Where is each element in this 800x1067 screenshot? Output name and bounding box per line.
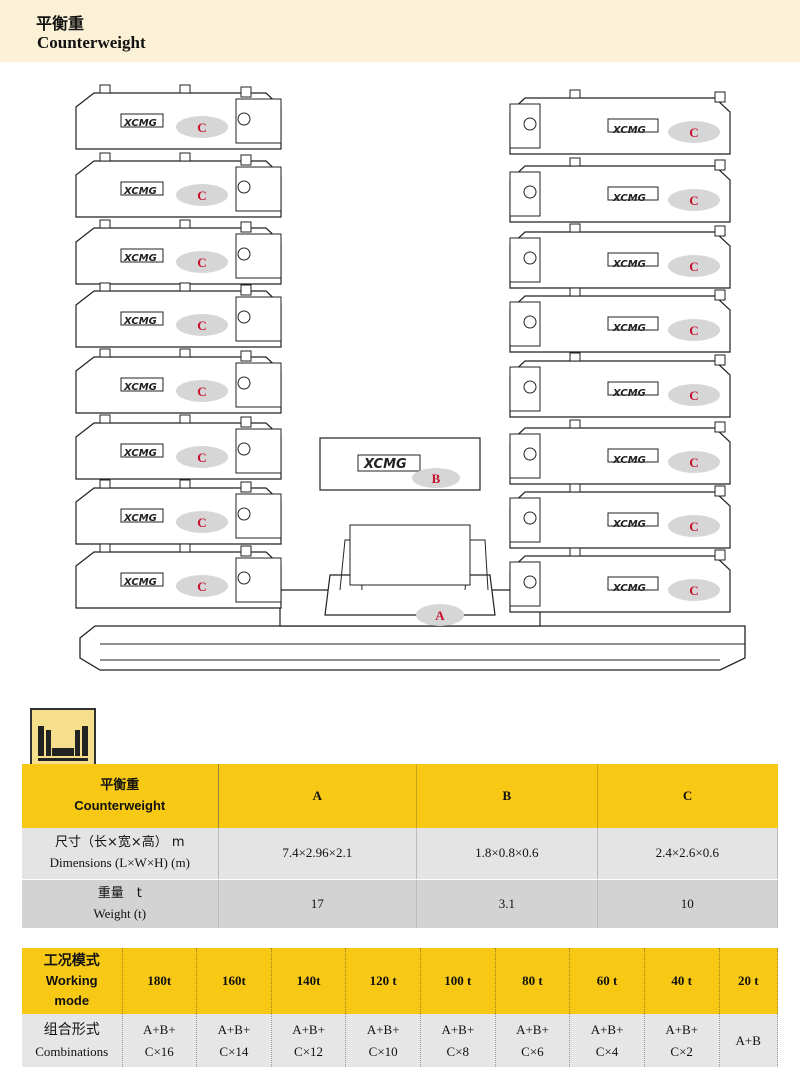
header-label-zh: 平衡重 xyxy=(100,778,140,793)
combination-cell: A+B+C×2 xyxy=(644,1014,720,1067)
mode-header: 120 t xyxy=(345,948,421,1014)
row-label-zh: 重量 t xyxy=(97,885,142,901)
counterweight-spec-table: 平衡重 Counterweight A B C 尺寸（长×宽×高） m Dime… xyxy=(22,764,779,928)
label-c: C xyxy=(197,120,206,135)
row-label-en: Dimensions (L×W×H) (m) xyxy=(49,855,190,871)
row-label-en: Weight (t) xyxy=(93,905,147,921)
label-c: C xyxy=(689,259,698,274)
label-c: C xyxy=(689,583,698,598)
xcmg-logo: XCMG xyxy=(612,125,646,136)
mode-header: 60 t xyxy=(569,948,645,1014)
table-cell: 3.1 xyxy=(416,879,598,928)
combination-cell: A+B xyxy=(719,1014,778,1067)
mode-label-en-1: Working xyxy=(45,973,98,988)
mode-header: 180t xyxy=(122,948,198,1014)
combination-row: 组合形式 Combinations A+B+C×16 A+B+C×14 A+B+… xyxy=(22,1014,778,1067)
table-cell: 17 xyxy=(218,879,418,928)
xcmg-logo: XCMG xyxy=(612,193,646,204)
xcmg-logo: XCMG xyxy=(612,259,646,270)
table-header-label: 平衡重 Counterweight xyxy=(22,764,219,828)
label-c: C xyxy=(689,193,698,208)
label-c: C xyxy=(197,255,206,270)
label-c: C xyxy=(689,125,698,140)
counterweight-section-icon xyxy=(30,708,96,774)
xcmg-logo: XCMG xyxy=(123,513,157,524)
page-header: 平衡重 Counterweight xyxy=(0,0,800,62)
table-cell: 2.4×2.6×0.6 xyxy=(597,828,779,880)
label-c: C xyxy=(197,450,206,465)
xcmg-logo: XCMG xyxy=(363,457,407,472)
page-title-en: Counterweight xyxy=(37,33,146,52)
xcmg-logo: XCMG xyxy=(123,253,157,264)
label-c: C xyxy=(197,188,206,203)
xcmg-logo: XCMG xyxy=(123,448,157,459)
label-b: B xyxy=(432,471,441,486)
mode-label-zh: 工况模式 xyxy=(43,953,100,969)
weight-labels: C C C C C C C C C C C C C C C C B xyxy=(197,120,698,598)
working-mode-table: 工况模式 Working mode 180t 160t 140t 120 t 1… xyxy=(22,948,778,1067)
mode-header: 80 t xyxy=(495,948,571,1014)
label-c: C xyxy=(197,515,206,530)
row-label: 尺寸（长×宽×高） m Dimensions (L×W×H) (m) xyxy=(22,828,219,880)
combination-cell: A+B+C×8 xyxy=(420,1014,496,1067)
xcmg-logo: XCMG xyxy=(612,583,646,594)
label-c: C xyxy=(197,318,206,333)
combination-cell: A+B+C×4 xyxy=(569,1014,645,1067)
table-row: 重量 t Weight (t) 17 3.1 10 xyxy=(22,879,779,928)
combination-cell: A+B+C×14 xyxy=(196,1014,272,1067)
label-c: C xyxy=(197,384,206,399)
xcmg-logo: XCMG xyxy=(612,323,646,334)
label-a: A xyxy=(435,608,445,623)
label-c: C xyxy=(689,388,698,403)
table-row: 尺寸（长×宽×高） m Dimensions (L×W×H) (m) 7.4×2… xyxy=(22,828,779,880)
mode-header: 160t xyxy=(196,948,272,1014)
xcmg-logo: XCMG xyxy=(612,388,646,399)
label-c: C xyxy=(197,579,206,594)
column-header: C xyxy=(597,764,778,828)
xcmg-logo: XCMG xyxy=(123,118,157,129)
counterweight-c-left-stack xyxy=(75,84,282,609)
xcmg-logo: XCMG xyxy=(612,455,646,466)
mode-header: 100 t xyxy=(420,948,496,1014)
label-c: C xyxy=(689,323,698,338)
combination-cell: A+B+C×6 xyxy=(495,1014,571,1067)
column-header: B xyxy=(416,764,598,828)
combination-cell: A+B+C×16 xyxy=(122,1014,198,1067)
combination-label: 组合形式 Combinations xyxy=(22,1014,123,1067)
xcmg-logo: XCMG xyxy=(123,186,157,197)
table-cell: 1.8×0.8×0.6 xyxy=(416,828,598,880)
counterweight-illustration: XCMG XCMG XCMG XCMG XCMG XCMG XCMG XCMG … xyxy=(75,84,746,671)
row-label-zh: 尺寸（长×宽×高） m xyxy=(54,835,185,851)
label-c: C xyxy=(689,455,698,470)
xcmg-logo: XCMG xyxy=(123,382,157,393)
header-label-en: Counterweight xyxy=(74,798,166,813)
combination-label-en: Combinations xyxy=(35,1043,109,1059)
mode-header: 20 t xyxy=(719,948,778,1014)
mode-label-en-2: mode xyxy=(54,993,90,1008)
xcmg-logos: XCMG XCMG XCMG XCMG XCMG XCMG XCMG XCMG … xyxy=(123,118,646,594)
combination-cell: A+B+C×12 xyxy=(271,1014,347,1067)
row-label: 重量 t Weight (t) xyxy=(22,879,219,928)
combination-cell: A+B+C×10 xyxy=(345,1014,421,1067)
xcmg-logo: XCMG xyxy=(123,577,157,588)
column-header: A xyxy=(218,764,418,828)
table-cell: 7.4×2.96×2.1 xyxy=(218,828,418,880)
xcmg-logo: XCMG xyxy=(123,316,157,327)
table-cell: 10 xyxy=(597,879,779,928)
page-title-zh: 平衡重 xyxy=(36,14,85,33)
base-frame xyxy=(79,625,746,671)
mode-header: 140t xyxy=(271,948,347,1014)
xcmg-logo: XCMG xyxy=(612,519,646,530)
combination-label-zh: 组合形式 xyxy=(43,1021,100,1038)
mode-header-label: 工况模式 Working mode xyxy=(22,948,123,1014)
mode-header-row: 工况模式 Working mode 180t 160t 140t 120 t 1… xyxy=(22,948,778,1014)
mode-header: 40 t xyxy=(644,948,720,1014)
label-c: C xyxy=(689,519,698,534)
counterweight-b xyxy=(319,437,481,491)
